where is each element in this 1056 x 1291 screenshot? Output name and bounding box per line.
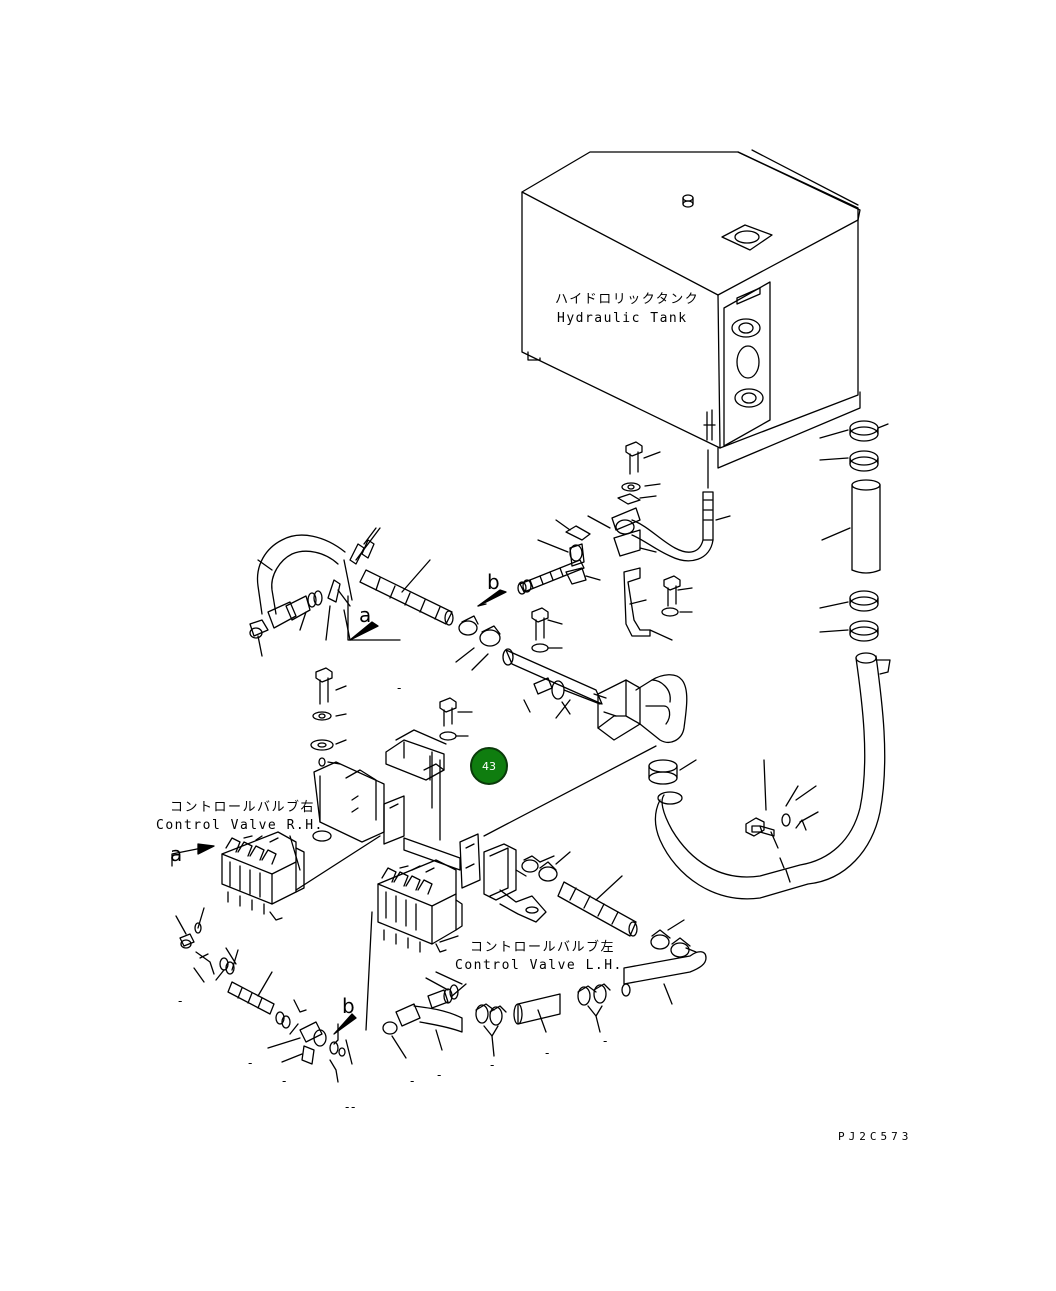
lh-valve-lower-lines [382,951,707,1059]
view-marker-a-lower: a [170,842,183,866]
leader-stub: - [603,1034,608,1048]
center-fittings [349,519,688,837]
valve-lh-label-en: Control Valve L.H. [455,958,623,973]
view-marker-b-lower: b [342,994,355,1018]
hydraulic-tank [521,149,861,469]
tank-label-en: Hydraulic Tank [557,311,688,326]
view-arrows [171,589,507,1045]
drawing-code: PJ2C573 [838,1130,913,1143]
leader-stub: - [490,1058,495,1072]
valve-rh-label-jp: コントロールバルブ右 [170,800,316,815]
leader-stub: - [437,1068,442,1082]
valve-mount-frame [385,697,547,923]
bolt-washer-set [745,759,819,837]
leader-stub: - [351,1100,356,1114]
valve-rh-label-en: Control Valve R.H. [156,818,324,833]
control-valve-lh [365,859,463,1031]
tank-label-jp: ハイドロリックタンク [555,292,700,307]
part-callout-43[interactable]: 43 [470,747,508,785]
leader-stub: - [282,1074,287,1088]
rh-valve-lower-lines [175,907,353,1083]
left-bent-pipe [249,534,353,657]
view-marker-b-upper: b [487,570,500,594]
left-bolt-stack [310,667,405,845]
right-center-hose [521,851,697,958]
label-leaders [289,835,459,943]
leader-stub: - [345,1100,350,1114]
leader-stub: - [410,1074,415,1088]
control-valve-rh [221,831,381,921]
valve-lh-label-jp: コントロールバルブ左 [470,940,616,955]
leader-stub: - [545,1046,550,1060]
tank-outlet-line [587,441,731,641]
leader-stub: - [248,1056,253,1070]
leader-stub: - [178,994,183,1008]
view-marker-a-upper: a [359,603,372,627]
leader-stub: - [397,681,402,695]
right-hose-assembly [648,420,891,900]
